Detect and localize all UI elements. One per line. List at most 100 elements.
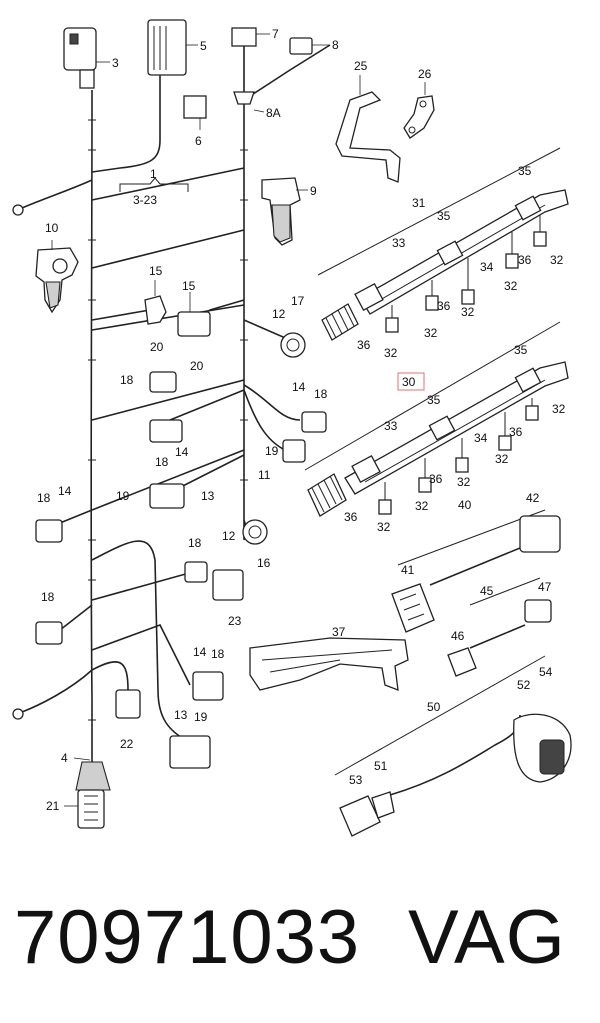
- part-number: 70971033: [14, 895, 361, 980]
- callout-45: 45: [480, 584, 494, 598]
- callout-20-a: 20: [150, 340, 164, 354]
- callout-32-d: 32: [424, 326, 438, 340]
- callout-22: 22: [120, 737, 134, 751]
- callout-6: 6: [195, 134, 202, 148]
- callout-33-b: 33: [384, 419, 398, 433]
- callout-35-a: 35: [518, 164, 532, 178]
- callout-40: 40: [458, 498, 472, 512]
- callout-46: 46: [451, 629, 465, 643]
- connector-21: [77, 789, 105, 829]
- harness-50: [334, 655, 572, 837]
- connector-22: [115, 689, 141, 719]
- callout-32-f: 32: [552, 402, 566, 416]
- callout-53: 53: [349, 773, 363, 787]
- connector-6: [183, 95, 207, 119]
- bracket-26: [403, 95, 435, 139]
- callout-32-c: 32: [461, 305, 475, 319]
- main-engine-harness: [12, 19, 331, 829]
- callout-31: 31: [412, 196, 426, 210]
- callout-18-a: 18: [120, 373, 134, 387]
- connector-18-left-lower: [35, 621, 63, 645]
- callout-11: 11: [258, 468, 271, 482]
- callout-25: 25: [354, 59, 368, 73]
- callout-36-f: 36: [344, 510, 358, 524]
- callout-14-b: 14: [175, 445, 189, 459]
- callout-8a: 8A: [266, 106, 281, 120]
- callout-18-b: 18: [314, 387, 328, 401]
- callout-12-a: 12: [272, 307, 286, 321]
- callout-14-d: 14: [193, 645, 207, 659]
- callout-50: 50: [427, 700, 441, 714]
- connector-47: [524, 599, 552, 623]
- connector-18-a: [149, 371, 177, 393]
- callout-14-c: 14: [58, 484, 72, 498]
- callout-18-d: 18: [37, 491, 51, 505]
- callout-18-f: 18: [41, 590, 55, 604]
- connector-5: [147, 19, 187, 76]
- callout-labels: 3 5 7 8 8A 6 1 3-23 9 10 15 15 20 20 17 …: [37, 27, 566, 813]
- callout-34-a: 34: [480, 260, 494, 274]
- callout-16: 16: [257, 556, 271, 570]
- ring-terminal-top: [12, 204, 24, 216]
- callout-19-a: 19: [265, 444, 279, 458]
- knock-sensor-12-lower: [242, 519, 268, 545]
- callout-4: 4: [61, 751, 68, 765]
- callout-32-g: 32: [495, 452, 509, 466]
- callout-1: 1: [150, 167, 157, 181]
- callout-17: 17: [291, 294, 305, 308]
- callout-36-a: 36: [518, 253, 532, 267]
- callout-52: 52: [517, 678, 531, 692]
- callout-30: 30: [402, 375, 416, 389]
- callout-23: 23: [228, 614, 242, 628]
- leader-lines: [51, 33, 426, 807]
- sensor-20-left: [144, 295, 167, 325]
- callout-15-b: 15: [182, 279, 196, 293]
- callout-21: 21: [46, 799, 60, 813]
- callout-41: 41: [401, 563, 415, 577]
- callout-19-c: 19: [194, 710, 208, 724]
- callout-47: 47: [538, 580, 552, 594]
- connector-53: [339, 795, 381, 837]
- callout-35-d: 35: [427, 393, 441, 407]
- callout-54: 54: [539, 665, 553, 679]
- callout-32-i: 32: [415, 499, 429, 513]
- callout-18-g: 18: [211, 647, 225, 661]
- callout-20-b: 20: [190, 359, 204, 373]
- callout-30-highlight: [397, 372, 425, 391]
- callout-36-b: 36: [437, 299, 451, 313]
- connector-42: [519, 515, 561, 553]
- connector-8: [289, 37, 313, 55]
- callout-3: 3: [112, 56, 119, 70]
- connector-18-middle: [184, 561, 208, 583]
- group-brace-1: [119, 177, 189, 192]
- injector-harness-31: [317, 147, 569, 341]
- connector-19-13: [149, 483, 185, 509]
- grommet-8a: [233, 91, 255, 105]
- callout-33-a: 33: [392, 236, 406, 250]
- callout-13-a: 13: [201, 489, 215, 503]
- connector-13-19-lower: [169, 735, 211, 769]
- callout-37: 37: [332, 625, 346, 639]
- connector-14-18-lower: [192, 671, 224, 701]
- callout-5: 5: [200, 39, 207, 53]
- connector-14-18-right: [301, 411, 327, 433]
- connector-18-14-left: [35, 519, 63, 543]
- bracket-25: [335, 91, 401, 183]
- bracket-37: [249, 637, 409, 691]
- callout-8: 8: [332, 38, 339, 52]
- footer: 70971033 VAG: [0, 888, 600, 1008]
- callout-9: 9: [310, 184, 317, 198]
- callout-51: 51: [374, 759, 388, 773]
- callout-18-e: 18: [188, 536, 202, 550]
- callout-36-c: 36: [357, 338, 371, 352]
- callout-19-b: 19: [116, 489, 130, 503]
- grommet-4: [75, 761, 111, 791]
- callout-15-a: 15: [149, 264, 163, 278]
- brand-label: VAG: [408, 895, 566, 980]
- callout-10: 10: [45, 221, 59, 235]
- callout-32-j: 32: [377, 520, 391, 534]
- connector-23: [212, 569, 244, 601]
- connector-7: [231, 27, 257, 47]
- sensor-20-right: [177, 311, 211, 337]
- callout-26: 26: [418, 67, 432, 81]
